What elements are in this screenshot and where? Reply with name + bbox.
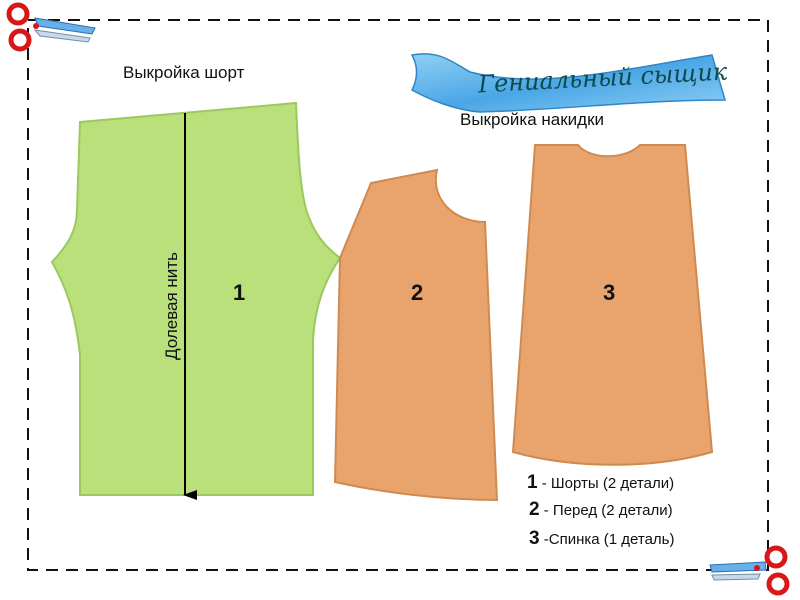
legend-item: 3 -Спинка (1 деталь)	[529, 528, 675, 549]
cape-pattern-title: Выкройка накидки	[460, 110, 605, 129]
scissors-icon	[6, 2, 96, 52]
piece-number-1: 1	[233, 280, 246, 305]
legend-item: 1 - Шорты (2 детали)	[527, 472, 675, 493]
cape-front-piece	[333, 168, 499, 502]
grain-line-label: Долевая нить	[162, 252, 181, 360]
shorts-pattern-title: Выкройка шорт	[123, 63, 245, 82]
shorts-piece	[50, 101, 342, 496]
cape-back-piece	[511, 144, 714, 466]
piece-number-2: 2	[411, 280, 424, 305]
piece-number-3: 3	[603, 280, 616, 305]
title-ribbon	[410, 53, 726, 113]
legend-item: 2 - Перед (2 детали)	[529, 499, 673, 520]
cut-line-border	[27, 19, 769, 571]
scissors-icon	[709, 545, 790, 596]
